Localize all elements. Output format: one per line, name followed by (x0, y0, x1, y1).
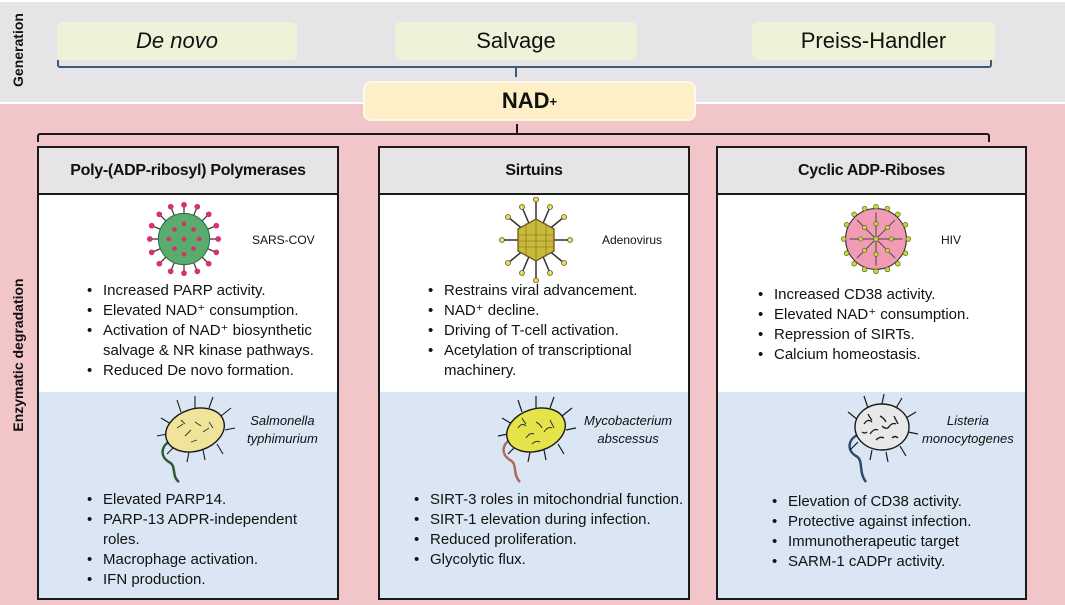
pathway-salvage: Salvage (395, 22, 637, 60)
column-sirtuins: Sirtuins (378, 146, 690, 600)
organism-label: Salmonella typhimurium (247, 413, 318, 446)
degradation-brace-tick (516, 124, 518, 134)
bullet-item: Acetylation of transcriptional machinery… (424, 341, 686, 381)
generation-brace-tick (515, 67, 517, 77)
virus-panel: HIV Increased CD38 activity. Elevated NA… (718, 195, 1025, 392)
bullet-item: Glycolytic flux. (410, 550, 690, 570)
nad-superscript: + (549, 93, 558, 109)
bullet-item: IFN production. (83, 570, 333, 590)
organism-label: HIV (941, 233, 962, 247)
bacteria-panel: Mycobacterium abscessus SIRT-3 roles in … (380, 392, 688, 598)
pathway-de-novo: De novo (57, 22, 297, 60)
degradation-brace (37, 133, 990, 142)
mycobacterium-icon (497, 396, 576, 483)
bullet-item: Increased CD38 activity. (754, 285, 1016, 305)
bullet-item: SIRT-1 elevation during infection. (410, 510, 690, 530)
generation-brace (57, 60, 992, 68)
bullet-list: Elevated PARP14. PARP-13 ADPR-independen… (83, 490, 333, 590)
bacteria-panel: Listeria monocytogenes Elevation of CD38… (718, 392, 1025, 598)
nad-label: NAD (501, 88, 550, 113)
coronavirus-icon (146, 201, 222, 277)
bullet-item: Activation of NAD⁺ biosynthetic salvage … (83, 321, 333, 361)
bullet-item: Elevation of CD38 activity. (768, 492, 1028, 512)
adenovirus-icon (499, 197, 573, 283)
bullet-item: SARM-1 cADPr activity. (768, 552, 1028, 572)
bullet-list: Increased PARP activity. Elevated NAD⁺ c… (83, 281, 333, 381)
bullet-item: Reduced De novo formation. (83, 361, 333, 381)
organism-label: SARS-COV (252, 233, 315, 247)
organism-label: Mycobacterium abscessus (584, 413, 673, 446)
bullet-list: Restrains viral advancement. NAD⁺ declin… (424, 281, 686, 381)
bullet-item: Increased PARP activity. (83, 281, 333, 301)
bullet-item: Restrains viral advancement. (424, 281, 686, 301)
bullet-list: Increased CD38 activity. Elevated NAD⁺ c… (754, 285, 1016, 365)
organism-label: Adenovirus (602, 233, 663, 247)
column-header: Cyclic ADP-Riboses (716, 146, 1027, 194)
generation-side-label: Generation (10, 13, 26, 87)
bullet-item: NAD⁺ decline. (424, 301, 686, 321)
bacteria-panel: Salmonella typhimurium Elevated PARP14. … (39, 392, 337, 598)
bullet-item: Calcium homeostasis. (754, 345, 1016, 365)
salmonella-bacterium-icon (156, 396, 235, 483)
bullet-item: Macrophage activation. (83, 550, 333, 570)
bullet-item: SIRT-3 roles in mitochondrial function. (410, 490, 690, 510)
bullet-item: Repression of SIRTs. (754, 325, 1016, 345)
bullet-list: Elevation of CD38 activity. Protective a… (768, 492, 1028, 572)
listeria-bacterium-icon (847, 394, 919, 483)
column-header: Sirtuins (378, 146, 690, 194)
bullet-item: Immunotherapeutic target (768, 532, 1028, 552)
bullet-item: Elevated NAD⁺ consumption. (754, 305, 1016, 325)
column-cyclic-adp-riboses: Cyclic ADP-Riboses HIV (716, 146, 1027, 600)
bullet-item: Protective against infection. (768, 512, 1028, 532)
pathway-preiss-handler: Preiss-Handler (752, 22, 995, 60)
bullet-item: Driving of T-cell activation. (424, 321, 686, 341)
degradation-side-label: Enzymatic degradation (10, 278, 26, 432)
nad-node: NAD+ (363, 81, 696, 121)
virus-panel: SARS-COV Increased PARP activity. Elevat… (39, 195, 337, 392)
bullet-list: SIRT-3 roles in mitochondrial function. … (410, 490, 690, 570)
virus-panel: Adenovirus Restrains viral advancement. … (380, 195, 688, 392)
organism-label: Listeria monocytogenes (922, 413, 1014, 446)
column-parp: Poly-(ADP-ribosyl) Polymerases (37, 146, 339, 600)
bullet-item: Reduced proliferation. (410, 530, 690, 550)
bullet-item: PARP-13 ADPR-independent roles. (83, 510, 333, 550)
hiv-virus-icon (840, 203, 912, 275)
bullet-item: Elevated NAD⁺ consumption. (83, 301, 333, 321)
column-header: Poly-(ADP-ribosyl) Polymerases (37, 146, 339, 194)
bullet-item: Elevated PARP14. (83, 490, 333, 510)
